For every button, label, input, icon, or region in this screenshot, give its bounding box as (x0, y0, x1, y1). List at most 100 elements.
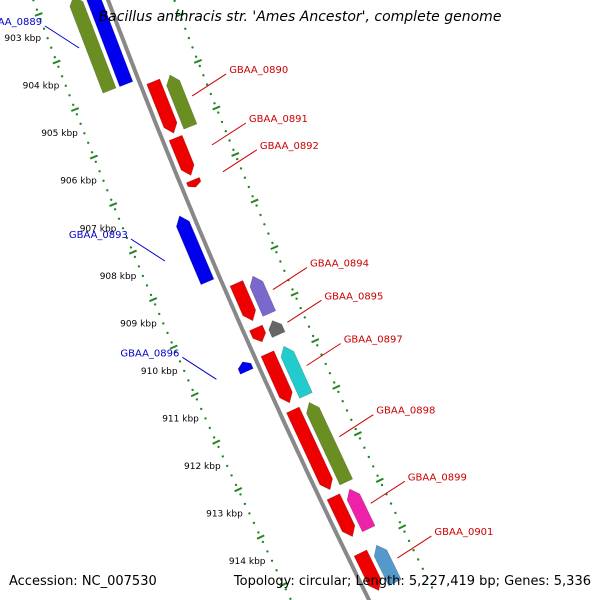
gbaa-0899-cds[interactable] (326, 493, 356, 538)
ruler-dot (183, 369, 186, 373)
gbaa-0891-cds[interactable] (168, 134, 195, 176)
gbaa-0889-cog[interactable] (69, 0, 117, 94)
gene-label[interactable]: GBAA_0895 (324, 291, 383, 302)
gbaa-0890-cds[interactable] (146, 78, 178, 134)
ruler-major-tick (279, 581, 288, 588)
inner-tick-ruler (32, 0, 292, 600)
ruler-dot (280, 578, 283, 581)
ruler-dot (243, 176, 247, 179)
ruler-dot (64, 84, 68, 88)
gene-leader-line (370, 480, 406, 504)
ruler-dot (275, 251, 278, 254)
tick-label: 907 kbp (80, 224, 117, 234)
ruler-dot (98, 170, 101, 173)
ruler-dot (50, 46, 53, 49)
gbaa-0894-cog[interactable] (249, 275, 277, 317)
ruler-dot (173, 0, 176, 3)
ruler-dot (236, 157, 239, 161)
gbaa-0897-cds[interactable] (260, 350, 293, 404)
ruler-dot (153, 303, 157, 306)
gene-label[interactable]: GBAA_0897 (344, 335, 403, 346)
ruler-dot (403, 530, 406, 533)
gbaa-0901-cds[interactable] (353, 549, 382, 591)
ruler-major-tick (311, 338, 320, 344)
ruler-major-tick (256, 534, 265, 540)
ruler-dot (252, 521, 256, 525)
ruler-major-tick (250, 198, 259, 204)
gene-leader-line (272, 267, 308, 291)
gbaa-0895-cds[interactable] (249, 324, 267, 343)
ruler-dot (90, 151, 94, 154)
gene-labels: GBAA_0889GBAA_0890GBAA_0891GBAA_0892GBAA… (0, 17, 493, 559)
ruler-dot (376, 474, 379, 477)
tick-label: 909 kbp (120, 319, 157, 329)
tick-label: 908 kbp (100, 272, 137, 282)
ruler-dot (316, 344, 319, 347)
ruler-dot (407, 539, 411, 543)
ruler-dot (275, 569, 278, 572)
gbaa-0895-cog[interactable] (268, 320, 286, 338)
gene-label[interactable]: GBAA_0896 (120, 348, 179, 359)
gene-label[interactable]: GBAA_0889 (0, 17, 42, 28)
ruler-dot (53, 56, 56, 59)
ruler-major-tick (375, 477, 384, 483)
gbaa-0898-cog[interactable] (306, 401, 353, 486)
ruler-dot (162, 322, 165, 325)
ruler-major-tick (231, 152, 240, 157)
gene-label[interactable]: GBAA_0901 (434, 527, 493, 538)
ruler-dot (170, 341, 173, 344)
gbaa-0899-cog[interactable] (346, 488, 376, 533)
ruler-dot (35, 8, 39, 11)
gene-leader-line (287, 299, 322, 323)
gbaa-0890-cog[interactable] (166, 74, 198, 130)
gbaa-0898-cds[interactable] (286, 406, 333, 491)
ruler-dot (198, 64, 201, 68)
ruler-dot (184, 27, 187, 30)
genome-backbone (105, 0, 372, 600)
gene-label[interactable]: GBAA_0898 (376, 406, 435, 417)
gbaa-0893-cds[interactable] (176, 215, 215, 285)
ruler-dot (125, 236, 129, 240)
gene-label[interactable]: GBAA_0899 (408, 472, 467, 483)
ruler-dot (191, 46, 194, 49)
ruler-dot (194, 55, 198, 58)
ruler-dot (239, 167, 243, 170)
ruler-dot (204, 417, 207, 420)
gene-label[interactable]: GBAA_0894 (310, 259, 369, 270)
ruler-dot (224, 130, 227, 133)
ruler-dot (367, 455, 370, 459)
ruler-dot (121, 227, 125, 230)
ruler-dot (174, 350, 177, 354)
ruler-major-tick (212, 439, 221, 445)
gbaa-0896-cds[interactable] (237, 361, 254, 375)
gbaa-0889-cds[interactable] (86, 0, 134, 87)
ruler-dot (372, 465, 375, 468)
ruler-dot (75, 113, 79, 116)
ruler-dot (205, 83, 209, 86)
ruler-dot (363, 446, 366, 449)
ruler-dot (289, 597, 292, 600)
ruler-major-tick (353, 431, 362, 437)
gbaa-0892-cds[interactable] (186, 177, 202, 188)
genome-title: Bacillus anthracis str. 'Ames Ancestor',… (98, 9, 502, 25)
gbaa-0894-cds[interactable] (229, 280, 257, 322)
ruler-dot (202, 74, 205, 77)
ruler-dot (243, 502, 247, 506)
gene-label[interactable]: GBAA_0893 (69, 230, 128, 241)
tick-label: 913 kbp (206, 510, 243, 520)
ruler-dot (345, 409, 349, 412)
ruler-major-tick (175, 12, 185, 18)
gbaa-0901-cog[interactable] (373, 544, 402, 587)
ruler-dot (307, 325, 311, 328)
gene-label[interactable]: GBAA_0890 (229, 65, 288, 76)
ruler-dot (421, 567, 424, 570)
ruler-dot (299, 306, 302, 310)
gbaa-0897-cog[interactable] (280, 345, 313, 399)
ruler-major-tick (190, 392, 199, 398)
ruler-dot (83, 132, 86, 135)
ruler-dot (255, 204, 258, 207)
gene-label[interactable]: GBAA_0892 (260, 141, 319, 152)
gene-label[interactable]: GBAA_0891 (249, 114, 308, 125)
ruler-dot (259, 213, 262, 217)
